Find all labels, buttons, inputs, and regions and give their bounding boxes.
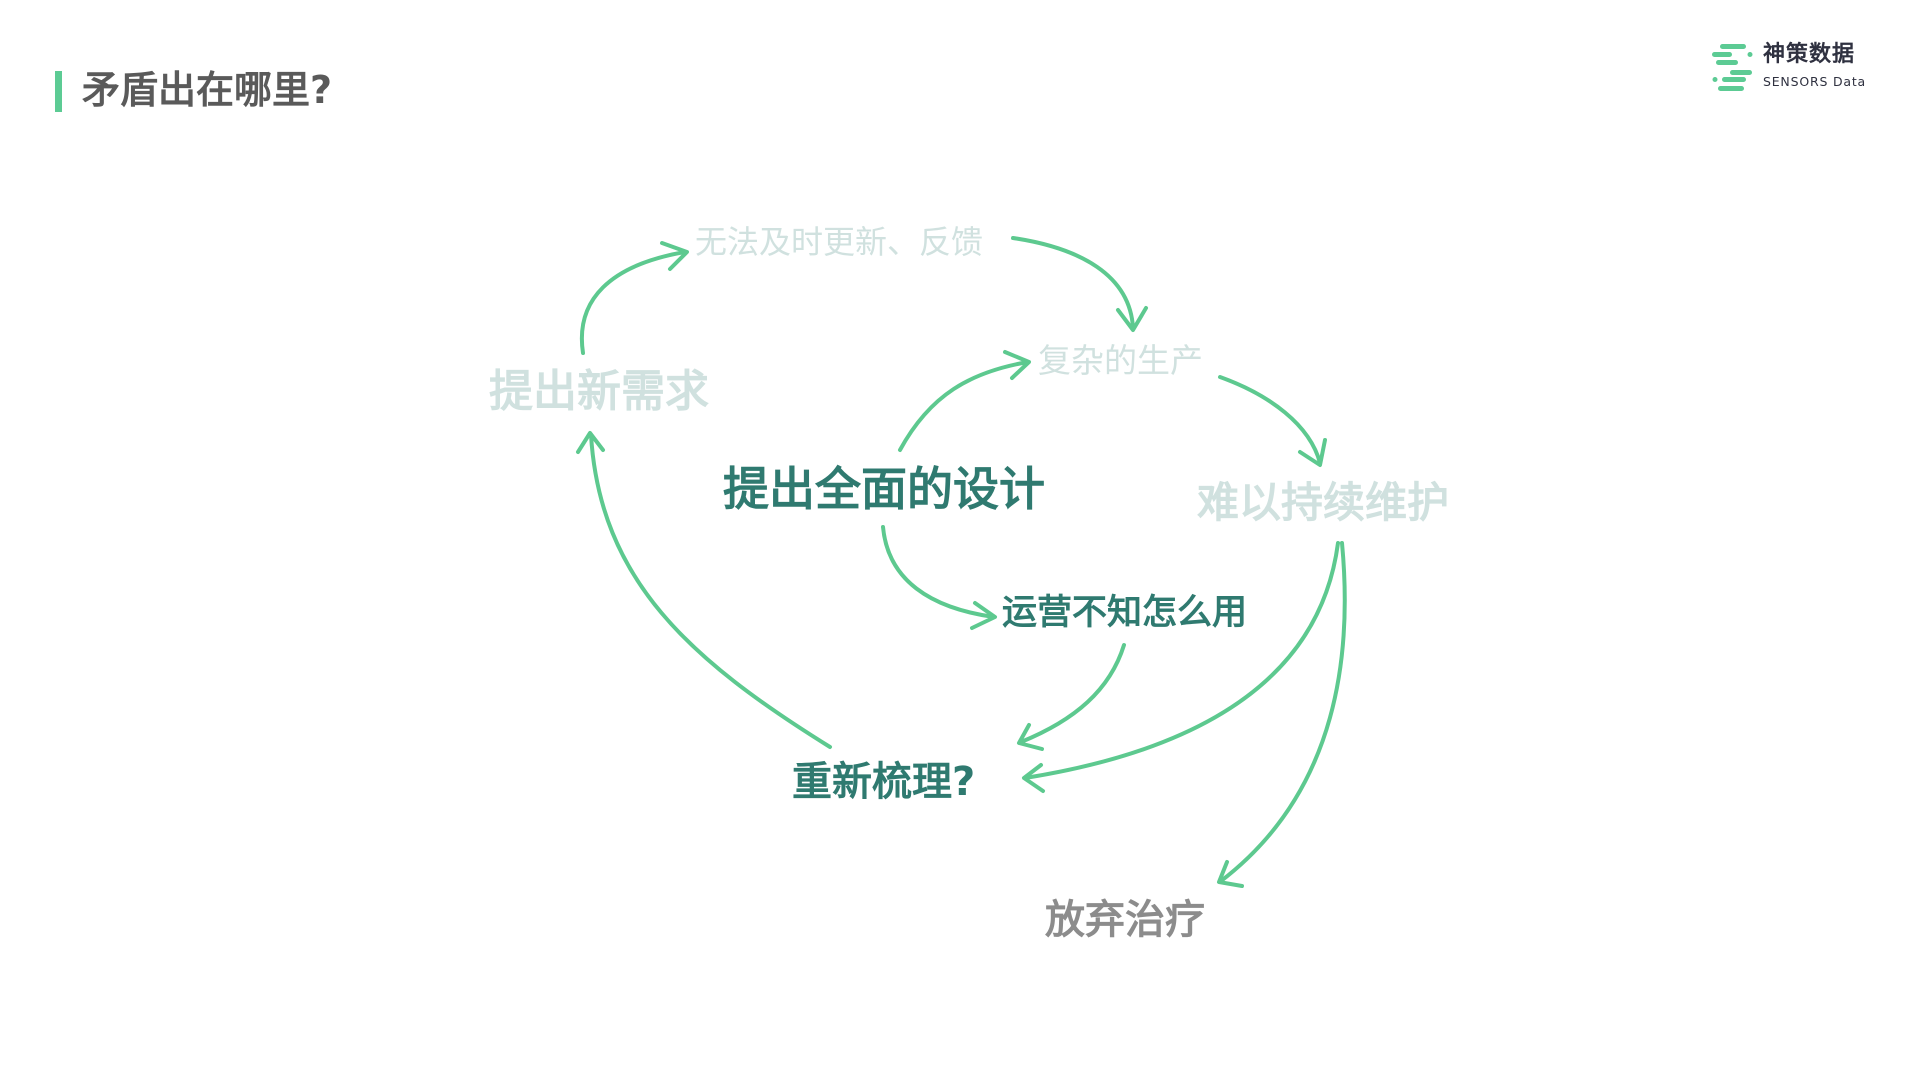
node-new-requirement: 提出新需求 (489, 366, 709, 417)
title-accent-bar (55, 71, 62, 112)
arrow-complex-to-maintain (1218, 375, 1327, 467)
node-reorganize: 重新梳理? (792, 759, 976, 805)
logo-name-cn: 神策数据 (1763, 42, 1856, 67)
node-no-timely-update: 无法及时更新、反馈 (695, 223, 984, 261)
arrow-maintain-to-give-up (1217, 541, 1347, 888)
arrow-no-update-to-complex (1011, 236, 1148, 332)
node-comprehensive-design: 提出全面的设计 (723, 462, 1045, 516)
node-ops-dont-know: 运营不知怎么用 (1002, 593, 1248, 633)
node-hard-to-maintain: 难以持续维护 (1197, 478, 1450, 527)
arrow-maintain-to-reorganize (1022, 541, 1340, 793)
node-complex-production: 复杂的生产 (1038, 341, 1203, 380)
sensors-logo-icon (1712, 44, 1753, 91)
arrow-design-to-complex (898, 350, 1031, 452)
node-give-up: 放弃治疗 (1045, 897, 1205, 943)
arrow-design-to-ops (881, 525, 997, 630)
arrow-ops-to-reorganize (1017, 643, 1126, 751)
arrow-new-req-to-no-update (579, 241, 689, 355)
page-title: 矛盾出在哪里? (82, 68, 333, 112)
arrow-reorganize-to-new-req (576, 431, 832, 749)
logo-name-en: SENSORS Data (1763, 74, 1866, 89)
